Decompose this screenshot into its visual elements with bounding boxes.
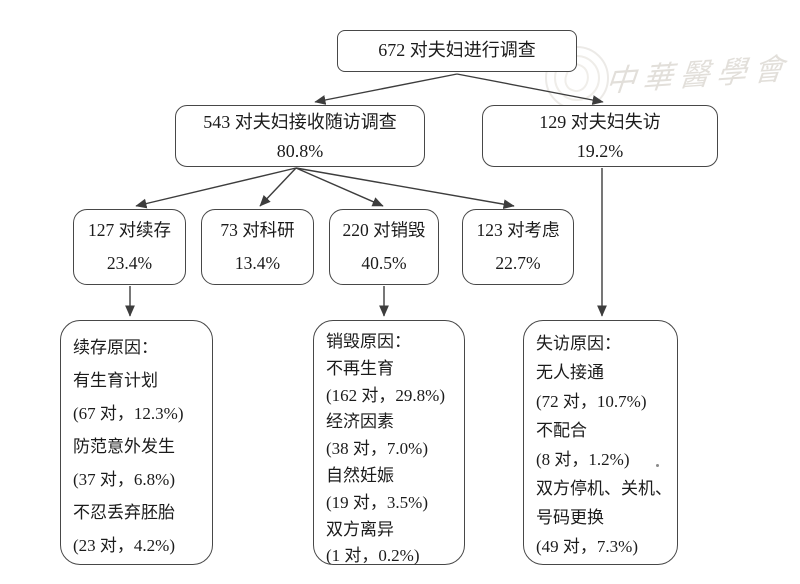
node-consider: 123 对考虑 22.7% (462, 209, 574, 285)
node-preserve: 127 对续存 23.4% (73, 209, 186, 285)
reason-line: (8 对，1.2%) (536, 450, 630, 469)
reason-line: 无人接通 (536, 363, 604, 382)
node-research-pct: 13.4% (234, 253, 281, 273)
node-destroy-label: 220 对销毁 (342, 220, 426, 240)
reason-line: 失访原因： (536, 334, 621, 353)
reason-line: 不配合 (536, 421, 587, 440)
node-lost-pct: 19.2% (576, 141, 624, 161)
reason-line: (38 对，7.0%) (326, 439, 428, 459)
reason-line: (162 对，29.8%) (326, 385, 445, 405)
reason-box-preserve: 续存原因： 有生育计划 (67 对，12.3%) 防范意外发生 (37 对，6.… (60, 320, 213, 565)
node-destroy-pct: 40.5% (361, 253, 407, 273)
stray-scan-dot (656, 464, 659, 467)
node-research-label: 73 对科研 (220, 220, 295, 240)
arrow-root-to-followup (314, 73, 458, 105)
arrow-root-to-lost (456, 73, 604, 105)
reason-line: (19 对，3.5%) (326, 492, 428, 512)
arrow-followup-to-research (259, 167, 297, 207)
reason-line: 双方离异 (326, 519, 394, 539)
node-followup-pct: 80.8% (276, 141, 324, 161)
reason-line: 有生育计划 (73, 371, 158, 390)
reason-line: (1 对，0.2%) (326, 546, 420, 566)
reason-line: (23 对，4.2%) (73, 536, 175, 555)
reason-line: 不忍丢弃胚胎 (73, 503, 175, 522)
node-survey-total: 672 对夫妇进行调查 (337, 30, 577, 72)
node-research: 73 对科研 13.4% (201, 209, 314, 285)
node-lost-label: 129 对夫妇失访 (539, 112, 661, 132)
node-consider-label: 123 对考虑 (476, 220, 560, 240)
reason-line: 号码更换 (536, 508, 604, 527)
reason-box-lost: 失访原因： 无人接通 (72 对，10.7%) 不配合 (8 对，1.2%) 双… (523, 320, 678, 565)
node-survey-total-label: 672 对夫妇进行调查 (378, 40, 536, 60)
reason-line: 销毁原因： (326, 332, 411, 351)
node-preserve-label: 127 对续存 (87, 220, 172, 240)
node-lost: 129 对夫妇失访 19.2% (482, 105, 718, 167)
reason-line: (72 对，10.7%) (536, 392, 647, 411)
node-followup: 543 对夫妇接收随访调查 80.8% (175, 105, 425, 167)
arrow-followup-to-preserve (135, 167, 297, 209)
arrow-followup-to-consider (295, 167, 515, 210)
node-destroy: 220 对销毁 40.5% (329, 209, 439, 285)
reason-box-destroy: 销毁原因： 不再生育 (162 对，29.8%) 经济因素 (38 对，7.0%… (313, 320, 465, 565)
reason-line: (37 对，6.8%) (73, 470, 175, 489)
node-preserve-pct: 23.4% (106, 253, 153, 273)
reason-line: 防范意外发生 (73, 437, 175, 456)
reason-line: (49 对，7.3%) (536, 537, 638, 556)
reason-line: 经济因素 (326, 412, 394, 432)
node-consider-pct: 22.7% (495, 253, 541, 273)
reason-line: 续存原因： (73, 338, 158, 357)
arrow-followup-to-destroy (295, 167, 384, 207)
reason-line: (67 对，12.3%) (73, 404, 184, 423)
reason-line: 不再生育 (326, 358, 394, 378)
reason-line: 自然妊娠 (326, 465, 394, 485)
node-followup-label: 543 对夫妇接收随访调查 (203, 112, 397, 132)
reason-line: 双方停机、关机、 (536, 479, 672, 498)
